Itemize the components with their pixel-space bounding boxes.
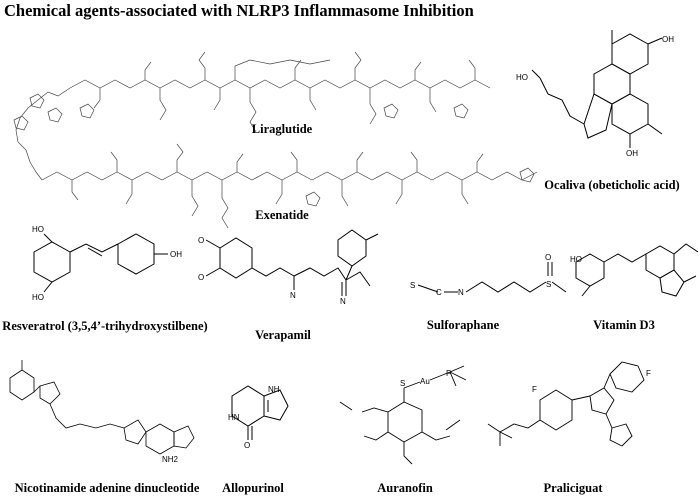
auranofin-p-label: P (446, 369, 451, 378)
label-exenatide: Exenatide (255, 208, 309, 222)
praliciguat-f-label-2: F (646, 369, 651, 378)
label-verapamil: Verapamil (255, 328, 311, 342)
label-ocaliva: Ocaliva (obeticholic acid) (544, 178, 680, 192)
label-allopurinol: Allopurinol (222, 481, 284, 495)
resveratrol-oh-label: OH (170, 250, 182, 259)
liraglutide-backbone (69, 79, 491, 89)
resveratrol-ho-label: HO (32, 225, 44, 234)
allopurinol-nh-label: NH (268, 385, 280, 394)
page-title: Chemical agents-associated with NLRP3 In… (4, 1, 474, 20)
ocaliva-oh-label-2: OH (662, 35, 674, 44)
nad-nh2-label: NH2 (162, 455, 179, 464)
verapamil-n-label-2: N (340, 297, 346, 306)
exenatide-backbone (41, 171, 538, 181)
auranofin-s-label: S (400, 379, 405, 388)
verapamil-n-label: N (290, 291, 296, 300)
sulforaphane-c-label: C (436, 288, 442, 297)
label-liraglutide: Liraglutide (251, 122, 313, 136)
ocaliva-oh-label: HO (516, 73, 528, 82)
sulforaphane-s-label: S (410, 281, 415, 290)
allopurinol-hn-label: HN (228, 413, 240, 422)
sulforaphane-s-label-2: S (546, 280, 551, 289)
label-nad: Nicotinamide adenine dinucleotide (14, 481, 200, 495)
verapamil-o-label-2: O (198, 273, 204, 282)
allopurinol-o-label: O (244, 441, 250, 450)
verapamil-o-label: O (198, 236, 204, 245)
sulforaphane-o-label: O (545, 253, 551, 262)
label-praliciguat: Praliciguat (543, 481, 603, 495)
label-resveratrol: Resveratrol (3,5,4’-trihydroxystilbene) (2, 319, 208, 333)
label-sulforaphane: Sulforaphane (426, 318, 500, 332)
label-vitamin-d3: Vitamin D3 (593, 318, 655, 332)
praliciguat-f-label: F (532, 385, 537, 394)
label-auranofin: Auranofin (377, 481, 433, 495)
sulforaphane-n-label: N (458, 288, 464, 297)
vitamin-d3-ho-label: HO (570, 255, 582, 264)
ocaliva-oh-label-3: OH (626, 149, 638, 158)
resveratrol-ho-label-2: HO (32, 293, 44, 302)
auranofin-au-label: Au (420, 377, 430, 386)
